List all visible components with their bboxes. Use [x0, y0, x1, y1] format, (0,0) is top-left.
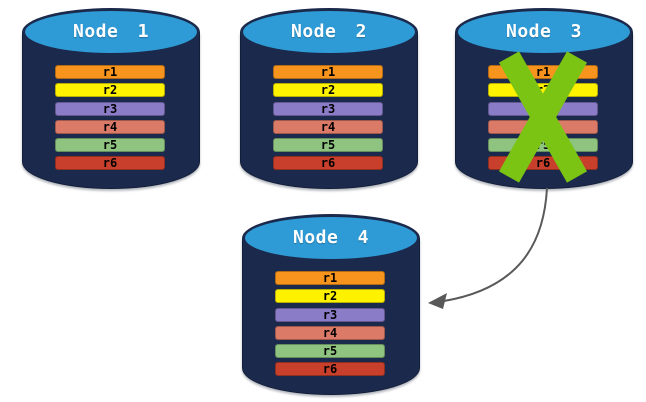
row-r6: r6 [273, 156, 383, 171]
row-r4: r4 [55, 119, 165, 134]
row-stack: r1 r2 r3 r4 r5 r6 [275, 271, 385, 377]
row-stack: r1 r2 r3 r4 r5 r6 [55, 65, 165, 171]
row-r1: r1 [55, 65, 165, 79]
row-r2: r2 [273, 83, 383, 98]
cylinder-top: Node 2 [240, 8, 418, 56]
failure-x-icon [498, 51, 588, 183]
row-r5: r5 [273, 138, 383, 153]
cylinder-top: Node 3 [455, 8, 633, 56]
arrowhead-icon [428, 293, 447, 309]
node-title: Node 2 [290, 21, 368, 42]
row-r2: r2 [275, 289, 385, 304]
row-r2: r2 [55, 83, 165, 98]
row-r3: r3 [55, 101, 165, 116]
row-r6: r6 [275, 362, 385, 377]
row-r1: r1 [275, 271, 385, 285]
row-r4: r4 [273, 119, 383, 134]
db-node-2: Node 2 r1 r2 r3 r4 r5 r6 [240, 8, 418, 189]
node-title: Node 4 [292, 227, 370, 248]
row-r5: r5 [55, 138, 165, 153]
db-node-4: Node 4 r1 r2 r3 r4 r5 r6 [242, 214, 420, 395]
failover-arrow [428, 187, 548, 309]
db-node-1: Node 1 r1 r2 r3 r4 r5 r6 [22, 8, 200, 189]
row-stack: r1 r2 r3 r4 r5 r6 [273, 65, 383, 171]
cylinder-top: Node 1 [22, 8, 200, 56]
row-r1: r1 [273, 65, 383, 79]
node-title: Node 3 [505, 21, 583, 42]
node-title: Node 1 [72, 21, 150, 42]
row-r3: r3 [273, 101, 383, 116]
row-r5: r5 [275, 344, 385, 359]
row-r3: r3 [275, 307, 385, 322]
row-r6: r6 [55, 156, 165, 171]
row-r4: r4 [275, 325, 385, 340]
cylinder-top: Node 4 [242, 214, 420, 262]
